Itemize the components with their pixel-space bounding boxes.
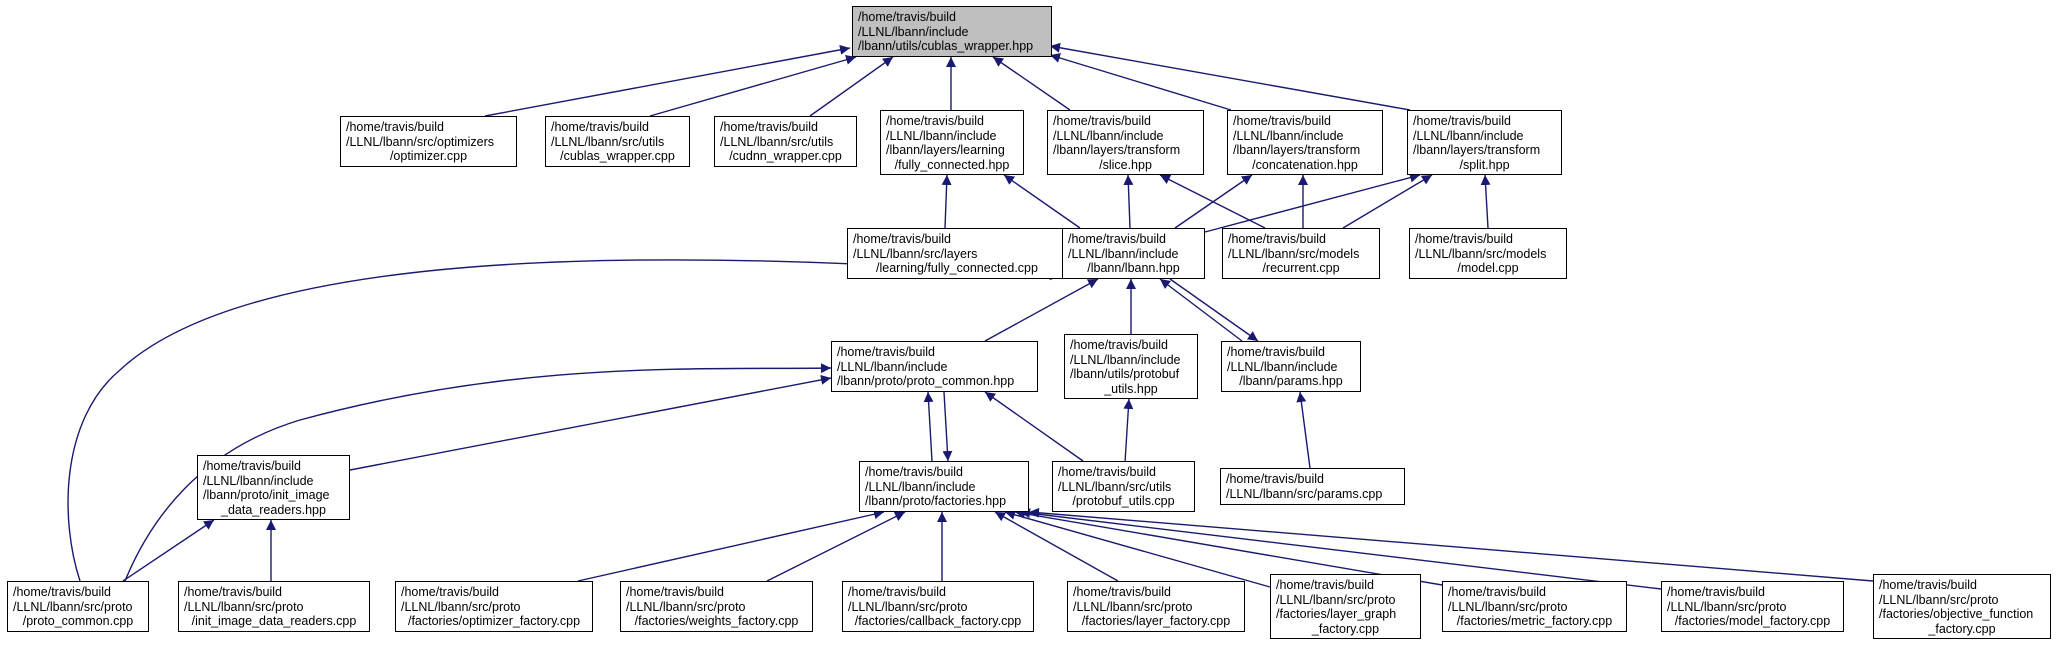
node-params-cpp[interactable]: /home/travis/build /LLNL/lbann/src/param… <box>1220 468 1405 505</box>
edge-optimizer-cpp-to-cublas-hdr <box>484 44 851 117</box>
edge-cublas-cpp-to-cublas-hdr <box>649 54 857 117</box>
edge-model-factory-cpp-to-factories-hpp <box>1019 508 1662 590</box>
node-fully-connected-cpp[interactable]: /home/travis/build /LLNL/lbann/src/layer… <box>847 228 1067 279</box>
edge-proto-common-cpp-to-init-image-hpp <box>122 519 215 582</box>
edge-proto-common-cpp-to-lbann-hpp <box>67 259 1061 582</box>
edge-lbann-hpp-to-split-hpp <box>1204 172 1421 233</box>
edge-init-image-hpp-to-proto-common-hpp <box>349 374 832 471</box>
edge-split-hpp-to-cublas-hdr <box>1049 42 1411 111</box>
edge-recurrent-cpp-to-split-hpp <box>1342 174 1433 229</box>
node-layer-graph-factory-cpp[interactable]: /home/travis/build /LLNL/lbann/src/proto… <box>1270 574 1421 639</box>
node-params-hpp[interactable]: /home/travis/build /LLNL/lbann/include /… <box>1221 341 1361 392</box>
node-lbann-hpp[interactable]: /home/travis/build /LLNL/lbann/include /… <box>1062 228 1205 279</box>
edge-fc-cpp-to-fc-hpp <box>941 174 952 229</box>
node-fully-connected-hpp[interactable]: /home/travis/build /LLNL/lbann/include /… <box>880 110 1024 175</box>
edge-metric-factory-cpp-to-factories-hpp <box>1014 508 1449 587</box>
node-metric-factory-cpp[interactable]: /home/travis/build /LLNL/lbann/src/proto… <box>1442 581 1627 632</box>
node-init-image-data-readers-cpp[interactable]: /home/travis/build /LLNL/lbann/src/proto… <box>178 581 370 632</box>
node-layer-factory-cpp[interactable]: /home/travis/build /LLNL/lbann/src/proto… <box>1067 581 1245 632</box>
node-model-cpp[interactable]: /home/travis/build /LLNL/lbann/src/model… <box>1409 228 1567 279</box>
edge-lbann-hpp-to-slice-hpp <box>1123 174 1134 229</box>
edge-objective-function-factory-cpp-to-factories-hpp <box>1028 507 1874 582</box>
edge-model-cpp-to-split-hpp <box>1480 174 1491 229</box>
edge-lbann-hpp-to-params-hpp <box>1169 278 1259 342</box>
node-proto-common-cpp[interactable]: /home/travis/build /LLNL/lbann/src/proto… <box>7 581 149 632</box>
edge-proto-common-hpp-to-factories-hpp <box>942 391 953 462</box>
node-callback-factory-cpp[interactable]: /home/travis/build /LLNL/lbann/src/proto… <box>842 581 1034 632</box>
node-cublas-wrapper-hpp: /home/travis/build /LLNL/lbann/include /… <box>852 6 1052 57</box>
edge-layer-graph-factory-cpp-to-factories-hpp <box>1004 509 1271 588</box>
node-proto-common-hpp[interactable]: /home/travis/build /LLNL/lbann/include /… <box>831 341 1038 392</box>
node-model-factory-cpp[interactable]: /home/travis/build /LLNL/lbann/src/proto… <box>1661 581 1844 632</box>
node-protobuf-utils-cpp[interactable]: /home/travis/build /LLNL/lbann/src/utils… <box>1052 461 1195 512</box>
edge-lbann-hpp-to-concat-hpp <box>1174 174 1253 229</box>
edge-protobuf-utils-cpp-to-proto-common-hpp <box>984 391 1084 462</box>
edge-protobuf-utils-cpp-to-protobuf-utils-hpp <box>1123 398 1134 462</box>
edge-concat-hpp-to-cublas-hdr <box>1049 53 1232 111</box>
edge-proto-common-cpp-to-proto-common-hpp <box>124 363 832 582</box>
edge-weights-factory-cpp-to-factories-hpp <box>766 511 906 582</box>
edge-proto-common-hpp-to-lbann-hpp <box>984 278 1099 342</box>
node-split-hpp[interactable]: /home/travis/build /LLNL/lbann/include /… <box>1407 110 1562 175</box>
edge-factories-hpp-to-proto-common-hpp <box>923 391 934 462</box>
node-factories-hpp[interactable]: /home/travis/build /LLNL/lbann/include /… <box>859 461 1029 512</box>
edge-optimizer-factory-cpp-to-factories-hpp <box>577 509 885 582</box>
edge-params-hpp-to-lbann-hpp <box>1159 278 1243 342</box>
node-recurrent-cpp[interactable]: /home/travis/build /LLNL/lbann/src/model… <box>1222 228 1380 279</box>
node-optimizer-cpp[interactable]: /home/travis/build /LLNL/lbann/src/optim… <box>340 116 517 167</box>
node-objective-function-factory-cpp[interactable]: /home/travis/build /LLNL/lbann/src/proto… <box>1873 574 2051 639</box>
edge-slice-hpp-to-cublas-hdr <box>992 56 1071 111</box>
node-slice-hpp[interactable]: /home/travis/build /LLNL/lbann/include /… <box>1047 110 1204 175</box>
node-concatenation-hpp[interactable]: /home/travis/build /LLNL/lbann/include /… <box>1227 110 1383 175</box>
edge-lbann-hpp-to-fc-hpp <box>1003 174 1081 229</box>
node-optimizer-factory-cpp[interactable]: /home/travis/build /LLNL/lbann/src/proto… <box>395 581 593 632</box>
edge-cudnn-cpp-to-cublas-hdr <box>809 56 894 117</box>
node-cudnn-wrapper-cpp[interactable]: /home/travis/build /LLNL/lbann/src/utils… <box>714 116 857 167</box>
node-init-image-data-readers-hpp[interactable]: /home/travis/build /LLNL/lbann/include /… <box>197 455 350 520</box>
node-protobuf-utils-hpp[interactable]: /home/travis/build /LLNL/lbann/include /… <box>1064 334 1198 399</box>
edge-layer-factory-cpp-to-factories-hpp <box>994 511 1119 582</box>
node-cublas-wrapper-cpp[interactable]: /home/travis/build /LLNL/lbann/src/utils… <box>545 116 690 167</box>
edge-params-cpp-to-params-hpp <box>1296 391 1311 469</box>
node-weights-factory-cpp[interactable]: /home/travis/build /LLNL/lbann/src/proto… <box>620 581 813 632</box>
